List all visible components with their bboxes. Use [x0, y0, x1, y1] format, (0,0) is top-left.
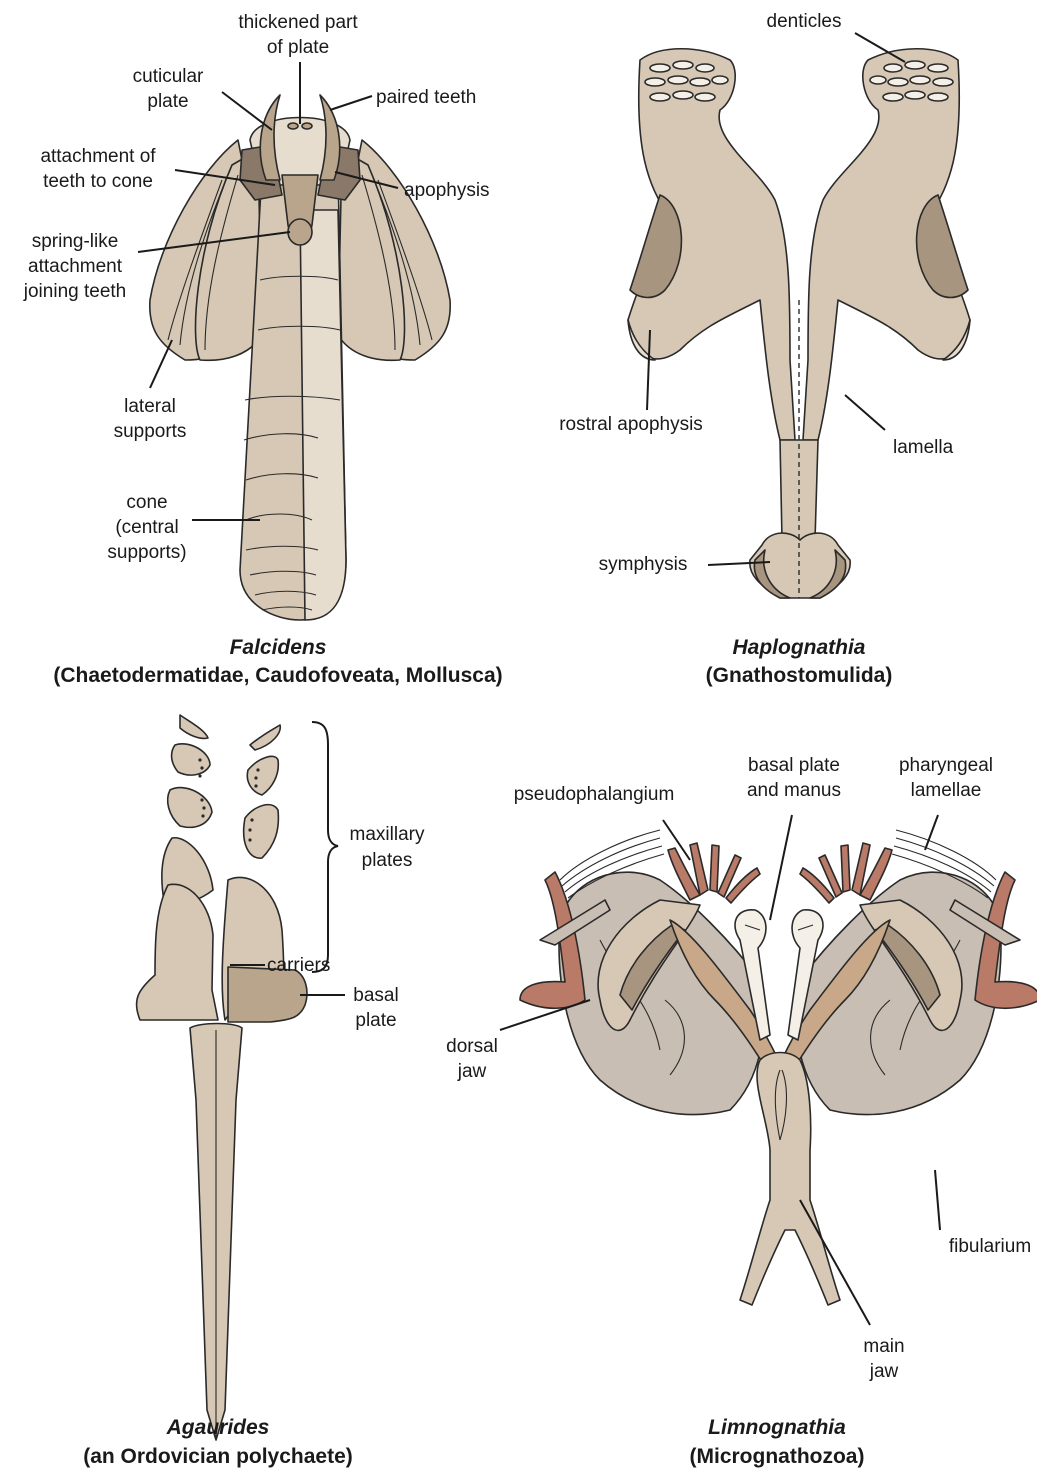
agaurides-panel: maxillary plates basal plate carriers Ag…	[83, 715, 425, 1468]
label-pharyngeal-2: lamellae	[911, 780, 982, 801]
haplognathia-drawing	[628, 49, 970, 598]
label-pharyngeal-1: pharyngeal	[899, 755, 993, 776]
label-cone-3: supports)	[107, 542, 186, 563]
haplognathia-panel: denticles rostral apophysis lamella symp…	[559, 11, 970, 687]
label-lateral-2: supports	[114, 421, 187, 442]
limnognathia-panel: pseudophalangium basal plate and manus p…	[446, 755, 1037, 1468]
label-rostral-apophysis: rostral apophysis	[559, 414, 703, 435]
label-attachment-2: teeth to cone	[43, 171, 153, 192]
caption-falcidens-group: (Chaetodermatidae, Caudofoveata, Mollusc…	[53, 664, 502, 687]
label-paired-teeth: paired teeth	[376, 87, 476, 108]
label-denticles: denticles	[767, 11, 842, 32]
caption-haplognathia-genus: Haplognathia	[732, 636, 865, 659]
label-carriers: carriers	[267, 955, 330, 976]
caption-haplognathia-group: (Gnathostomulida)	[706, 664, 893, 687]
label-thickened-1: thickened part	[238, 12, 358, 33]
agaurides-drawing	[136, 715, 306, 1440]
label-pseudophalangium: pseudophalangium	[514, 784, 675, 805]
label-spring-1: spring-like	[32, 231, 119, 252]
label-spring-2: attachment	[28, 256, 123, 277]
label-fibularium: fibularium	[949, 1236, 1031, 1257]
label-dorsal-2: jaw	[457, 1061, 487, 1082]
label-lamella: lamella	[893, 437, 954, 458]
label-apophysis: apophysis	[404, 180, 490, 201]
label-maxillary-2: plates	[362, 850, 413, 871]
label-cone-2: (central	[115, 517, 178, 538]
label-dorsal-1: dorsal	[446, 1036, 498, 1057]
caption-limnognathia-group: (Micrognathozoa)	[690, 1445, 865, 1468]
label-lateral-1: lateral	[124, 396, 176, 417]
label-cuticular-2: plate	[147, 91, 188, 112]
caption-agaurides-group: (an Ordovician polychaete)	[83, 1445, 353, 1468]
caption-limnognathia-genus: Limnognathia	[708, 1416, 846, 1439]
label-main-jaw-2: jaw	[869, 1361, 899, 1382]
label-basal-plate-1: basal plate	[748, 755, 840, 776]
label-cone-1: cone	[126, 492, 167, 513]
label-basal-1: basal	[353, 985, 398, 1006]
label-cuticular-1: cuticular	[133, 66, 204, 87]
label-maxillary-1: maxillary	[350, 824, 425, 845]
falcidens-panel: thickened part of plate cuticular plate …	[23, 12, 503, 687]
limnognathia-drawing	[520, 830, 1037, 1305]
caption-falcidens-genus: Falcidens	[230, 636, 327, 659]
label-basal-plate-2: and manus	[747, 780, 841, 801]
label-spring-3: joining teeth	[23, 281, 126, 302]
label-basal-2: plate	[355, 1010, 396, 1031]
label-thickened-2: of plate	[267, 37, 329, 58]
caption-agaurides-genus: Agaurides	[166, 1416, 270, 1439]
label-main-jaw-1: main	[863, 1336, 904, 1357]
label-symphysis: symphysis	[599, 554, 688, 575]
label-attachment-1: attachment of	[40, 146, 156, 167]
